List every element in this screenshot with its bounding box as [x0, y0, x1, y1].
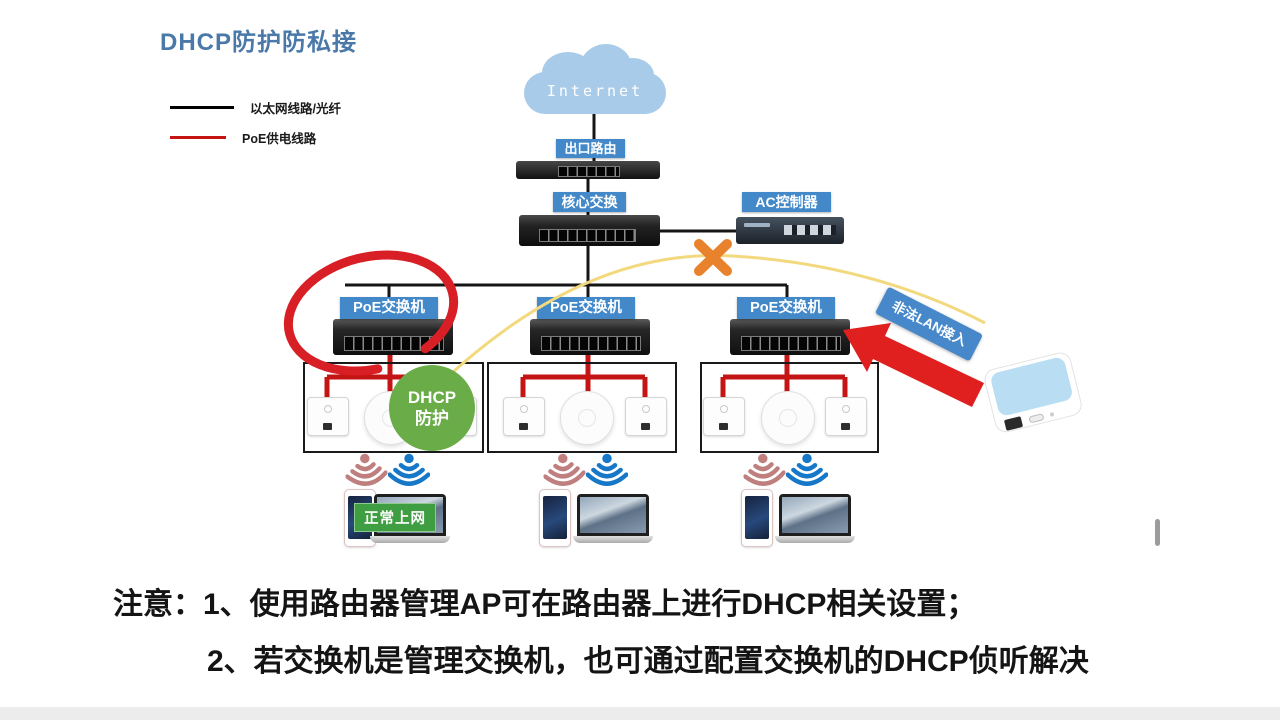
ethernet-line-swatch [170, 105, 234, 109]
illegal-access-arrow [843, 323, 984, 407]
wifi-icon-pink [743, 453, 786, 486]
port-row [344, 336, 444, 351]
ap-group-box-3 [700, 362, 879, 453]
ac-controller-device [736, 217, 844, 244]
laptop-screen [577, 494, 649, 536]
ap-group-box-1 [303, 362, 484, 453]
poe-switch-device-1 [333, 319, 453, 355]
wall-ap [703, 397, 745, 436]
port-row [741, 336, 841, 351]
wifi-icon-blue [586, 453, 628, 486]
legend-label-poe: PoE供电线路 [242, 131, 317, 146]
exit-router-label: 出口路由 [556, 139, 625, 158]
wifi-icon-pink [345, 453, 388, 486]
poe-line-swatch [170, 135, 226, 139]
ap-group-box-2 [487, 362, 677, 453]
legend-item-poe: PoE供电线路 [170, 122, 341, 152]
ceiling-ap [560, 391, 614, 445]
ceiling-ap [761, 391, 815, 445]
dhcp-guard-badge: DHCP 防护 [389, 365, 475, 451]
port-row [539, 229, 636, 242]
internet-label: Internet [546, 82, 644, 100]
wall-ap [825, 397, 867, 436]
poe-switch-device-3 [730, 319, 850, 355]
wifi-icon-blue [786, 453, 828, 486]
legend-label-ethernet: 以太网线路/光纤 [250, 101, 341, 116]
bottom-strip [0, 707, 1280, 720]
wall-ap [307, 397, 349, 436]
exit-router-device [516, 161, 660, 179]
laptop-base [775, 536, 855, 543]
poe-switch-label-3: PoE交换机 [737, 297, 835, 319]
legend-item-ethernet: 以太网线路/光纤 [170, 92, 341, 122]
port-row [541, 336, 641, 351]
scroll-indicator[interactable] [1155, 519, 1160, 546]
wall-ap [625, 397, 667, 436]
phone [539, 489, 571, 547]
blocked-x-icon [694, 239, 732, 276]
core-switch-label: 核心交换 [553, 192, 626, 212]
page-title: DHCP防护防私接 [160, 29, 358, 56]
bypass-line [440, 254, 986, 384]
core-switch-device [519, 215, 660, 246]
dhcp-guard-line1: DHCP [407, 388, 457, 407]
wifi-icon-pink [543, 453, 586, 486]
port-row [558, 166, 620, 177]
wifi-icon-blue [388, 453, 430, 486]
laptop-screen [779, 494, 851, 536]
poe-switch-label-2: PoE交换机 [537, 297, 635, 319]
laptop-base [573, 536, 653, 543]
poe-switch-label-1: PoE交换机 [340, 297, 438, 319]
laptop [775, 494, 855, 543]
notes: 注意：1、使用路由器管理AP可在路由器上进行DHCP相关设置； 2、若交换机是管… [113, 579, 1089, 680]
internet-cloud: Internet [524, 44, 666, 114]
ac-controller-label: AC控制器 [742, 192, 831, 212]
hand-drawn-circle [283, 250, 459, 376]
poe-switch-device-2 [530, 319, 650, 355]
dhcp-guard-line2: 防护 [415, 409, 449, 428]
rogue-mini-router [984, 352, 1082, 433]
wall-ap [503, 397, 545, 436]
normal-internet-badge: 正常上网 [354, 503, 436, 532]
legend: 以太网线路/光纤 PoE供电线路 [170, 92, 341, 152]
laptop [573, 494, 653, 543]
note-line-1: 注意：1、使用路由器管理AP可在路由器上进行DHCP相关设置； [113, 588, 977, 621]
laptop-base [370, 536, 450, 543]
port-row [784, 225, 836, 235]
note-line-2: 2、若交换机是管理交换机，也可通过配置交换机的DHCP侦听解决 [207, 645, 1089, 678]
phone [741, 489, 773, 547]
device-badge [744, 223, 770, 227]
